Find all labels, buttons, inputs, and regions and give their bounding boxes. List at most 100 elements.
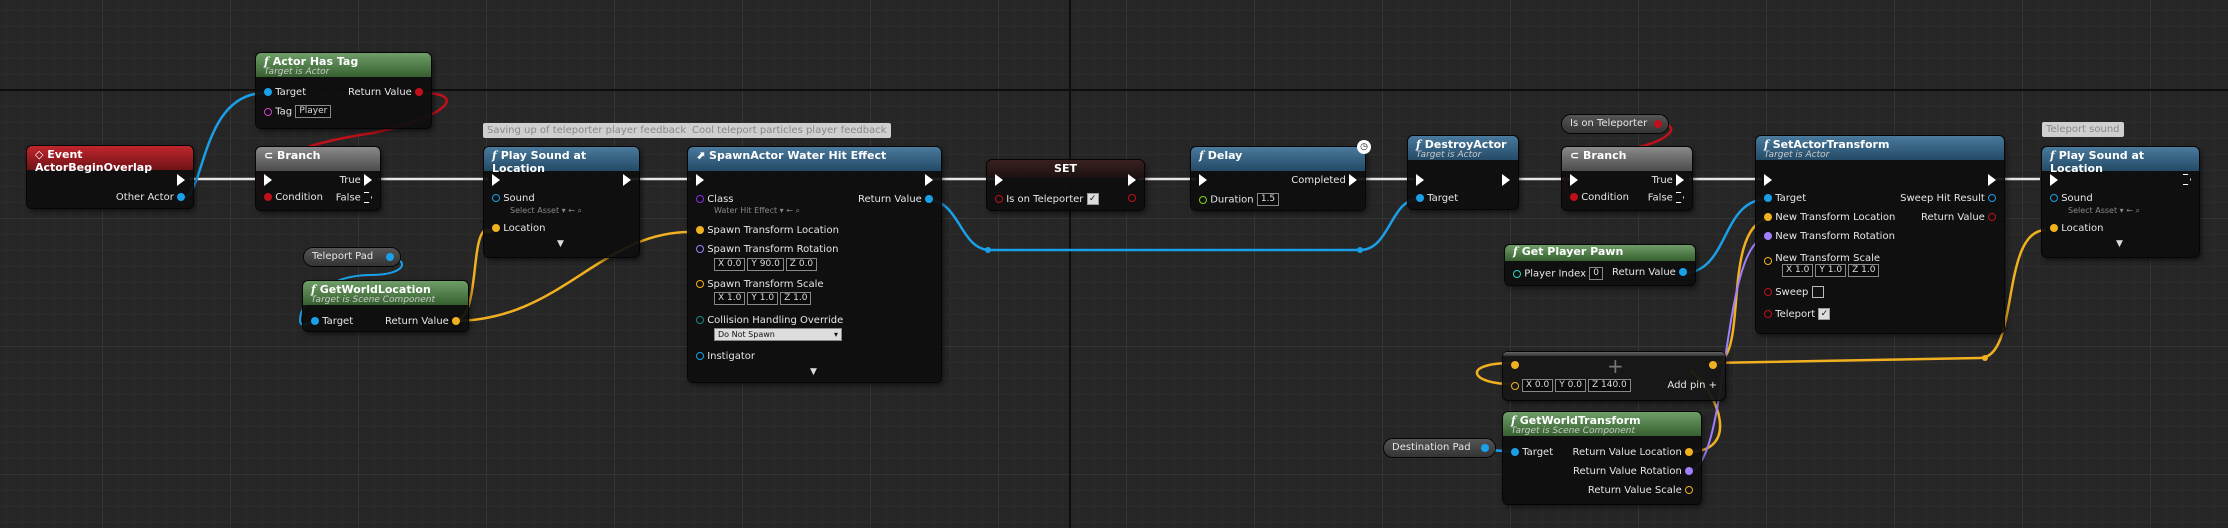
- scale-y-field[interactable]: Y 1.0: [1815, 264, 1847, 277]
- event-actor-begin-overlap-node[interactable]: ◇ Event ActorBeginOverlap Other Actor: [27, 146, 193, 208]
- scale-y-field[interactable]: Y 1.0: [747, 292, 779, 305]
- scale-x-field[interactable]: X 1.0: [1782, 264, 1814, 277]
- exec-in-pin[interactable]: [1570, 174, 1578, 186]
- select-asset-dropdown[interactable]: Select Asset ▾ ← ⌕: [510, 206, 582, 215]
- class-dropdown[interactable]: Water Hit Effect ▾ ← ⌕: [714, 206, 800, 215]
- spawn-actor-node[interactable]: ⬈ SpawnActor Water Hit Effect Class Retu…: [688, 147, 941, 382]
- expand-chevron-icon[interactable]: ▼: [557, 239, 564, 249]
- comment-bubble[interactable]: Cool teleport particles player feedback: [688, 123, 891, 138]
- branch-node[interactable]: ⊂ Branch True Condition False: [1562, 147, 1692, 210]
- a-pin[interactable]: [1511, 361, 1519, 369]
- scale-x-field[interactable]: X 1.0: [714, 292, 746, 305]
- destination-pad-pin[interactable]: [1481, 444, 1489, 452]
- comment-bubble[interactable]: Teleport sound: [2042, 122, 2124, 137]
- node-header[interactable]: SET: [987, 160, 1144, 178]
- sweep-pin[interactable]: [1764, 288, 1772, 296]
- expand-chevron-icon[interactable]: ▼: [2116, 239, 2123, 249]
- return-value-pin[interactable]: [925, 195, 933, 203]
- true-exec-pin[interactable]: [364, 174, 372, 186]
- exec-in-pin[interactable]: [1199, 174, 1207, 186]
- is-on-teleporter-pin[interactable]: [995, 195, 1003, 203]
- spawn-location-pin[interactable]: [696, 226, 704, 234]
- exec-out-pin[interactable]: [1128, 174, 1136, 186]
- tag-input[interactable]: Player: [295, 105, 332, 118]
- exec-in-pin[interactable]: [1416, 174, 1424, 186]
- exec-out-pin[interactable]: [925, 174, 933, 186]
- new-location-pin[interactable]: [1764, 213, 1772, 221]
- sound-pin[interactable]: [2050, 194, 2058, 202]
- exec-in-pin[interactable]: [696, 174, 704, 186]
- exec-in-pin[interactable]: [2050, 174, 2058, 186]
- return-rotation-pin[interactable]: [1685, 467, 1693, 475]
- set-variable-node[interactable]: SET Is on Teleporter ✓: [987, 160, 1144, 210]
- node-header[interactable]: [1503, 352, 1725, 356]
- player-index-input[interactable]: 0: [1589, 267, 1603, 280]
- roll-field[interactable]: X 0.0: [714, 258, 746, 271]
- exec-in-pin[interactable]: [264, 174, 272, 186]
- target-pin[interactable]: [311, 317, 319, 325]
- sweep-checkbox[interactable]: [1811, 286, 1824, 298]
- exec-in-pin[interactable]: [1764, 174, 1772, 186]
- collision-dropdown[interactable]: Do Not Spawn▾: [714, 328, 842, 341]
- exec-out-pin[interactable]: [177, 174, 185, 186]
- output-pin[interactable]: [1128, 194, 1136, 202]
- return-value-pin[interactable]: [415, 88, 423, 96]
- is-on-teleporter-pin[interactable]: [1654, 120, 1662, 128]
- sound-pin[interactable]: [492, 194, 500, 202]
- location-pin[interactable]: [2050, 224, 2058, 232]
- target-pin[interactable]: [1764, 194, 1772, 202]
- false-exec-pin[interactable]: [1676, 192, 1684, 203]
- player-index-pin[interactable]: [1513, 269, 1521, 278]
- collision-pin[interactable]: [696, 316, 704, 324]
- exec-out-pin[interactable]: [1988, 174, 1996, 186]
- exec-in-pin[interactable]: [492, 174, 500, 186]
- node-header[interactable]: ⊂ Branch: [1562, 147, 1692, 171]
- tag-pin[interactable]: [264, 107, 272, 116]
- comment-bubble[interactable]: Saving up of teleporter player feedback: [483, 123, 691, 138]
- b-pin[interactable]: [1511, 381, 1519, 390]
- b-y-field[interactable]: Y 0.0: [1555, 379, 1586, 392]
- sweep-hit-pin[interactable]: [1988, 194, 1996, 202]
- node-header[interactable]: ⊂ Branch: [256, 147, 380, 171]
- duration-input[interactable]: 1.5: [1256, 193, 1280, 206]
- condition-pin[interactable]: [264, 193, 272, 201]
- scale-z-field[interactable]: Z 1.0: [780, 292, 812, 305]
- false-exec-pin[interactable]: [364, 192, 372, 203]
- teleport-pad-variable[interactable]: Teleport Pad: [304, 248, 400, 266]
- true-exec-pin[interactable]: [1676, 174, 1684, 186]
- new-rotation-pin[interactable]: [1764, 232, 1772, 240]
- return-value-pin[interactable]: [1679, 268, 1687, 276]
- class-pin[interactable]: [696, 195, 704, 203]
- result-pin[interactable]: [1709, 361, 1717, 369]
- is-on-teleporter-variable[interactable]: Is on Teleporter: [1562, 115, 1668, 133]
- instigator-pin[interactable]: [696, 352, 704, 360]
- exec-out-pin[interactable]: [1502, 174, 1510, 186]
- scale-z-field[interactable]: Z 1.0: [1848, 264, 1880, 277]
- yaw-field[interactable]: Z 0.0: [785, 258, 818, 271]
- b-x-field[interactable]: X 0.0: [1521, 379, 1554, 392]
- expand-chevron-icon[interactable]: ▼: [810, 367, 817, 377]
- duration-pin[interactable]: [1199, 195, 1207, 204]
- add-pin-button[interactable]: Add pin: [1667, 380, 1706, 391]
- select-asset-dropdown[interactable]: Select Asset ▾ ← ⌕: [2068, 206, 2140, 215]
- return-value-pin[interactable]: [1988, 213, 1996, 221]
- completed-exec-pin[interactable]: [1349, 174, 1357, 186]
- target-pin[interactable]: [1416, 194, 1424, 202]
- teleport-checkbox[interactable]: ✓: [1818, 308, 1831, 320]
- exec-out-pin[interactable]: [623, 174, 631, 186]
